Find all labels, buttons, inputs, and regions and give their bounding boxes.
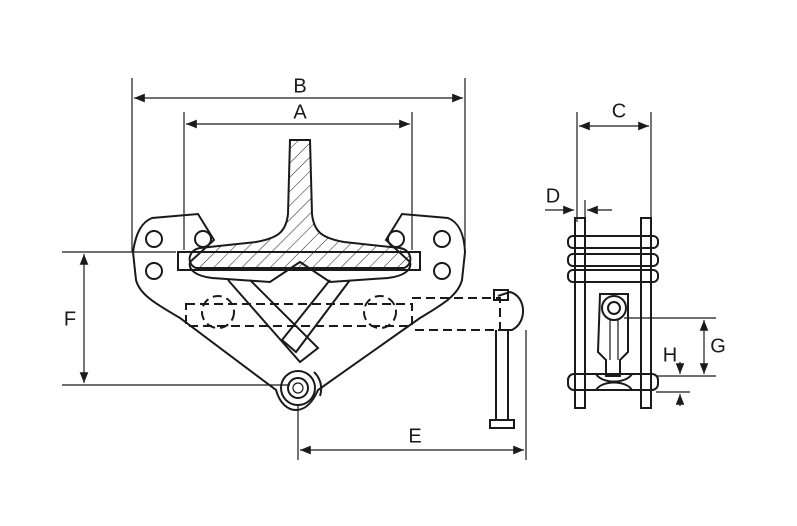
dimension-label-e: E [408, 425, 421, 447]
dimension-label-h: H [663, 344, 677, 366]
dimension-label-a: A [293, 101, 307, 123]
side-rollers [567, 235, 659, 283]
left-arm [227, 279, 320, 364]
dimension-label-c: C [612, 100, 626, 122]
left-jaw-holes [145, 230, 212, 280]
dimension-label-d: D [546, 185, 560, 207]
dimension-label-b: B [293, 75, 306, 97]
pin-right [363, 295, 397, 329]
clamp-body-outline [131, 212, 467, 412]
dimension-label-g: G [710, 335, 726, 357]
screw-handle [489, 289, 524, 429]
beam-section [188, 139, 412, 269]
pin-left [201, 295, 235, 329]
front-view [131, 139, 524, 429]
screw-housing-dashed [185, 303, 413, 327]
dimension-lines [62, 78, 716, 460]
side-view [567, 217, 659, 409]
dimension-label-f: F [64, 308, 76, 330]
right-arm [280, 279, 351, 354]
bottom-pivot [280, 370, 323, 406]
